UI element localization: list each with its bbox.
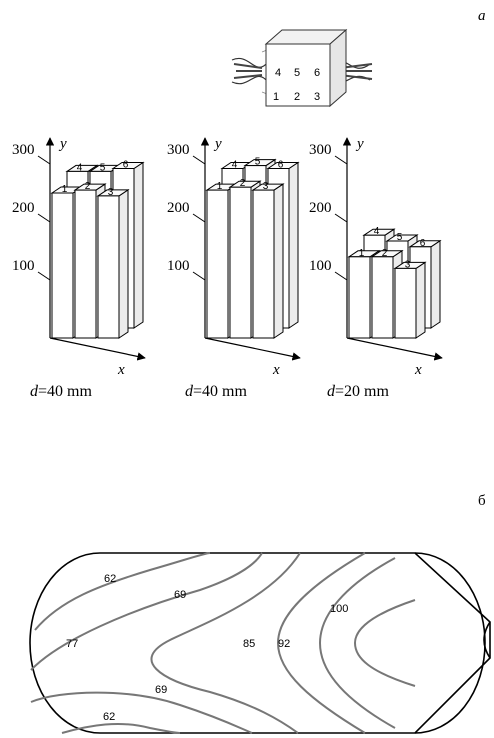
map-right-cap <box>414 552 486 734</box>
column-1-label: 1 <box>359 248 365 259</box>
panel-a-label: a <box>478 8 486 24</box>
column-6-side <box>133 161 144 329</box>
isoline-100 <box>353 599 416 687</box>
x-axis <box>204 337 301 361</box>
x-axis-label: x <box>414 362 422 378</box>
column-1-front <box>348 256 371 339</box>
contour-label-77: 77 <box>66 638 78 650</box>
inset-cell-4: 4 <box>275 67 281 79</box>
x-axis <box>346 337 443 361</box>
y-tick <box>334 213 348 223</box>
y-tick <box>192 271 206 281</box>
column-2-label: 2 <box>240 178 246 189</box>
isoline-69-top <box>30 552 263 671</box>
column-4-label: 4 <box>232 160 238 171</box>
group-caption: d=40 mm <box>185 383 247 400</box>
y-tick-label: 100 <box>309 258 332 274</box>
contour-label-69-top: 69 <box>174 589 186 601</box>
contour-label-69-bottom: 69 <box>155 684 167 696</box>
contour-label-100: 100 <box>330 603 348 615</box>
column-5-label: 5 <box>255 157 261 168</box>
inset-cell-2: 2 <box>294 91 300 103</box>
column-2-front <box>74 189 97 339</box>
y-tick-label: 300 <box>309 142 332 158</box>
y-tick-label: 300 <box>167 142 190 158</box>
column-2-front <box>229 186 252 339</box>
column-6-side <box>288 161 299 329</box>
y-tick-label: 100 <box>167 258 190 274</box>
y-tick <box>192 213 206 223</box>
contour-label-92: 92 <box>278 638 290 650</box>
column-2-label: 2 <box>85 181 91 192</box>
column-3-front <box>394 267 417 339</box>
column-group-3: y x 300 200 100 4 5 6 1 2 3 d=20 mm <box>309 136 443 400</box>
y-tick-label: 100 <box>12 258 35 274</box>
column-4-label: 4 <box>77 162 83 173</box>
column-5-label: 5 <box>397 232 403 243</box>
device-inset: 4 5 6 1 2 3 <box>231 28 373 108</box>
y-tick <box>37 271 51 281</box>
y-tick-label: 200 <box>309 200 332 216</box>
column-3-label: 3 <box>405 259 411 270</box>
isoline-77 <box>150 552 301 734</box>
column-5-label: 5 <box>100 162 106 173</box>
column-groups: y x 300 200 100 4 5 6 1 2 3 d=40 mm y x 300 200 100 4 5 6 1 2… <box>12 136 443 400</box>
contour-label-62-bottom: 62 <box>103 711 115 723</box>
group-caption: d=20 mm <box>327 383 389 400</box>
column-3-label: 3 <box>263 181 269 192</box>
y-tick <box>334 271 348 281</box>
group-caption: d=40 mm <box>30 383 92 400</box>
column-1-label: 1 <box>217 181 223 192</box>
inset-cell-6: 6 <box>314 67 320 79</box>
column-3-side <box>415 261 426 339</box>
inset-cell-1: 1 <box>273 91 279 103</box>
column-3-side <box>118 188 129 339</box>
isoline-62-bottom <box>61 723 181 734</box>
isoline-map: 62 69 77 85 92 100 69 62 <box>29 552 491 734</box>
map-left-cap <box>29 552 101 734</box>
inset-cell-5: 5 <box>294 67 300 79</box>
x-axis-label: x <box>117 362 125 378</box>
column-2-label: 2 <box>382 248 388 259</box>
column-2-front <box>371 256 394 339</box>
map-nozzle <box>483 621 491 659</box>
column-3-front <box>97 195 120 339</box>
column-4-label: 4 <box>374 226 380 237</box>
y-tick <box>192 155 206 165</box>
map-outline <box>100 552 491 734</box>
y-axis-label: y <box>355 136 364 152</box>
column-1-front <box>206 189 229 339</box>
x-axis-label: x <box>272 362 280 378</box>
inset-cell-3: 3 <box>314 91 320 103</box>
y-tick-label: 200 <box>12 200 35 216</box>
contour-label-62-top: 62 <box>104 573 116 585</box>
column-6-label: 6 <box>420 238 426 249</box>
contour-label-85: 85 <box>243 638 255 650</box>
isoline-69-bottom <box>30 691 253 734</box>
y-tick-label: 200 <box>167 200 190 216</box>
isoline-62-top <box>34 552 211 631</box>
y-tick-label: 300 <box>12 142 35 158</box>
isoline-85 <box>276 552 366 734</box>
column-6-label: 6 <box>278 160 284 171</box>
y-axis-label: y <box>213 136 222 152</box>
column-3-front <box>252 189 275 339</box>
column-1-front <box>51 192 74 339</box>
y-tick <box>334 155 348 165</box>
column-3-side <box>273 183 284 339</box>
y-tick <box>37 155 51 165</box>
column-group-1: y x 300 200 100 4 5 6 1 2 3 d=40 mm <box>12 136 146 400</box>
column-6-side <box>430 239 441 329</box>
y-tick <box>37 213 51 223</box>
x-axis <box>49 337 146 361</box>
column-6-label: 6 <box>123 160 129 171</box>
panel-b-label: б <box>478 493 486 509</box>
column-1-label: 1 <box>62 184 68 195</box>
column-group-2: y x 300 200 100 4 5 6 1 2 3 d=40 mm <box>167 136 301 400</box>
y-axis-label: y <box>58 136 67 152</box>
isoline-92 <box>318 557 396 729</box>
column-3-label: 3 <box>108 187 114 198</box>
